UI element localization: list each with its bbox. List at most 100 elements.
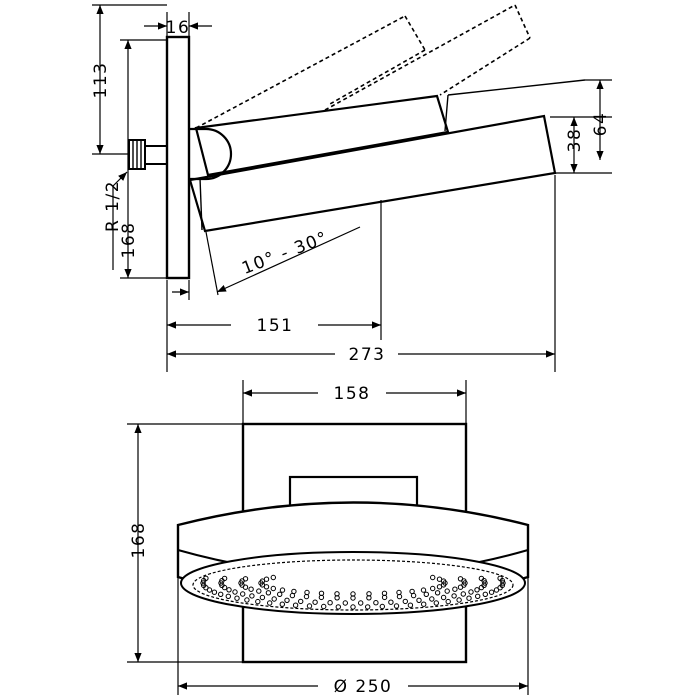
spray-face (180, 551, 526, 615)
swivel-joint (189, 127, 233, 181)
nozzle (304, 589, 310, 596)
nozzle (457, 584, 464, 590)
nozzle (373, 600, 379, 606)
nozzle (420, 587, 427, 593)
nozzle (409, 588, 415, 595)
nozzle (366, 591, 372, 597)
nozzle (393, 603, 400, 609)
nozzle (318, 590, 325, 596)
nozzle (452, 586, 458, 592)
nozzle (226, 587, 232, 593)
nozzle (482, 591, 488, 597)
nozzle (265, 590, 272, 596)
nozzle (474, 587, 480, 593)
shower-arm (194, 94, 450, 177)
nozzle (350, 591, 356, 597)
tilted-position-outlines (195, 4, 531, 129)
nozzle (481, 578, 487, 584)
nozzle (445, 598, 451, 605)
nozzle (461, 578, 467, 584)
nozzle (423, 591, 429, 597)
nozzle (255, 598, 261, 605)
nozzle (493, 587, 500, 593)
dim-head-height: 64 (591, 112, 611, 137)
nozzle (488, 589, 495, 595)
nozzle (291, 588, 297, 595)
nozzle (466, 595, 472, 601)
nozzle (456, 597, 462, 603)
nozzle (358, 600, 364, 606)
dim-total-projection: 273 (349, 345, 386, 365)
nozzle (396, 589, 402, 596)
nozzle (218, 591, 224, 597)
nozzle (335, 604, 341, 610)
nozzle (279, 601, 285, 607)
nozzle (434, 590, 441, 596)
nozzle (263, 576, 270, 582)
nozzle (267, 600, 273, 606)
nozzle (440, 594, 447, 601)
nozzle (365, 604, 371, 610)
nozzle (225, 593, 232, 599)
shower-head-side (188, 114, 557, 233)
wall-plate (165, 35, 191, 280)
nozzle (475, 593, 481, 599)
nozzle (381, 590, 388, 596)
front-view: 158 168 Ø 250 (127, 380, 530, 697)
nozzle (259, 594, 266, 601)
nozzle (248, 586, 254, 592)
nozzle (321, 603, 327, 610)
nozzle (500, 580, 506, 586)
nozzle (388, 599, 394, 605)
front-extension-lines (127, 380, 529, 695)
nozzle (334, 591, 340, 597)
nozzle (279, 587, 286, 593)
nozzle (350, 604, 356, 610)
nozzle (402, 598, 408, 605)
nozzle (203, 575, 209, 581)
nozzle (244, 597, 250, 603)
dim-head-thickness: 38 (565, 128, 585, 153)
dim-arm-length: 151 (257, 316, 294, 336)
nozzle (242, 576, 249, 582)
dim-plate-height: 168 (119, 222, 139, 259)
nozzle (433, 600, 439, 606)
dim-height-above-outlet: 113 (91, 62, 111, 99)
nozzle (430, 574, 436, 581)
nozzle (232, 589, 238, 595)
nozzle (327, 600, 333, 606)
dim-plate-width: 158 (334, 384, 371, 404)
nozzle (306, 603, 313, 609)
nozzle (436, 584, 443, 590)
nozzle (277, 591, 283, 597)
nozzle (249, 593, 255, 599)
nozzle (440, 578, 447, 584)
nozzle (270, 585, 276, 592)
nozzle (499, 577, 505, 584)
nozzle (211, 589, 218, 595)
nozzle (416, 597, 422, 603)
nozzle (429, 596, 435, 602)
nozzle (270, 574, 276, 581)
nozzle (478, 584, 485, 591)
nozzle (271, 596, 277, 602)
nozzle (430, 585, 436, 592)
nozzle (298, 598, 304, 605)
dim-overall-height: 168 (129, 522, 149, 559)
nozzle (451, 593, 457, 599)
nozzle (240, 591, 246, 597)
nozzle (234, 595, 240, 601)
side-view: 16 113 168 R 1/2 10° - 30° 151 273 38 64 (91, 4, 612, 372)
nozzle (460, 591, 466, 597)
nozzle (407, 602, 414, 608)
nozzle (284, 597, 290, 603)
extension-lines (92, 4, 612, 372)
nozzle (421, 601, 427, 607)
nozzle (256, 588, 262, 594)
nozzle (292, 602, 299, 608)
dim-plate-thickness: 16 (166, 18, 191, 38)
spray-nozzles (200, 574, 506, 610)
nozzle (312, 599, 318, 605)
tilt-range-label: 10° - 30° (239, 228, 331, 279)
